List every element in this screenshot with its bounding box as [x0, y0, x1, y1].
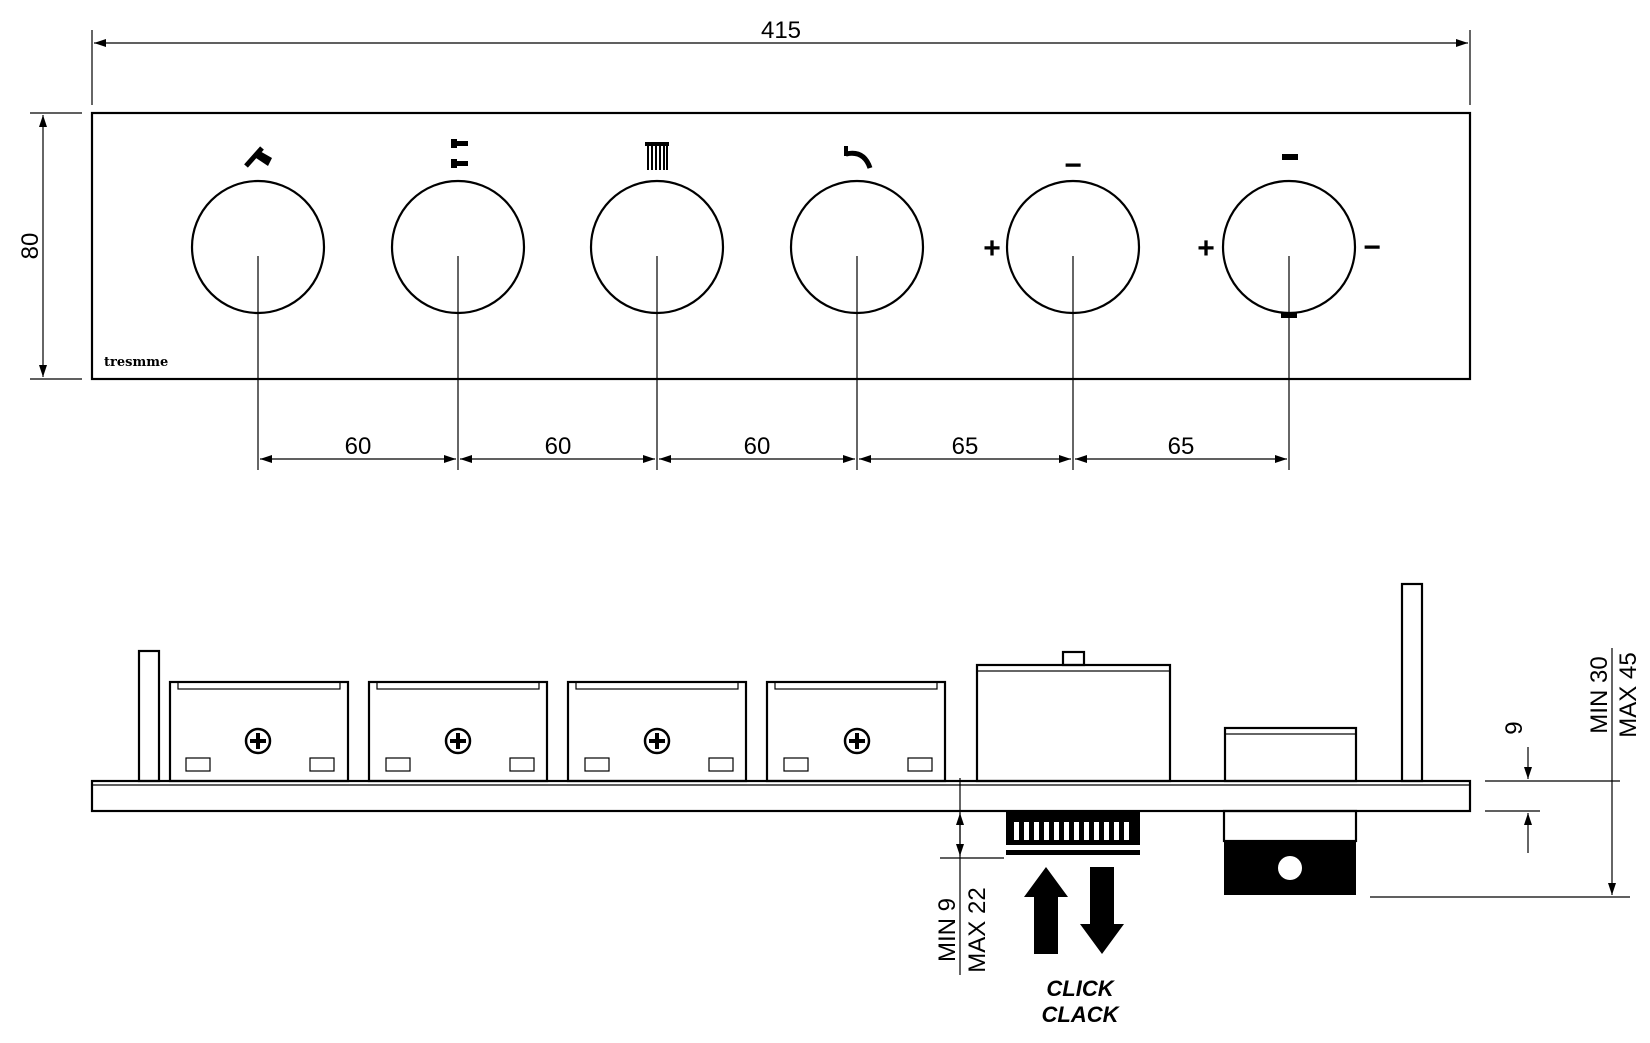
thermostat-minus-symbol: − — [1363, 231, 1381, 264]
bath-spout-icon — [844, 146, 873, 169]
install-depth-min-label: MIN 30 — [1586, 656, 1613, 733]
rain-shower-icon — [645, 142, 669, 170]
flow-minus-symbol: − — [1064, 149, 1082, 182]
spacing-label-4: 65 — [952, 433, 979, 460]
mounting-pin-right — [1400, 582, 1424, 783]
depth-label: 9 — [1501, 721, 1528, 734]
knob-projection-min-label: MIN 9 — [934, 898, 961, 962]
valve-body-4 — [765, 680, 947, 783]
spacing-label-5: 65 — [1168, 433, 1195, 460]
screw-icon — [244, 727, 272, 755]
push-in-arrow-icon — [1024, 867, 1068, 954]
spacing-label-1: 60 — [345, 433, 372, 460]
thermostat-top-tab — [1282, 154, 1298, 160]
spacing-label-2: 60 — [545, 433, 572, 460]
thermostat-knob — [1222, 809, 1358, 895]
screw-icon — [444, 727, 472, 755]
mounting-pin-left — [137, 649, 161, 783]
clack-label: CLACK — [1042, 1002, 1121, 1027]
faceplate — [90, 111, 1472, 381]
front-view: 415 80 tresmme — [17, 17, 1472, 470]
brand-logo: tresmme — [104, 355, 168, 370]
valve-body-3 — [566, 680, 748, 783]
width-dimension-label: 415 — [761, 17, 801, 44]
flow-control-spindle — [1061, 650, 1086, 667]
thermostat-plus-symbol: + — [1197, 232, 1215, 265]
click-label: CLICK — [1046, 976, 1115, 1001]
valve-body-1 — [168, 680, 350, 783]
push-knob — [1006, 812, 1140, 858]
flow-control-cartridge — [975, 663, 1172, 783]
valve-body-2 — [367, 680, 549, 783]
spacing-label-3: 60 — [744, 433, 771, 460]
thermostat-cartridge — [1223, 726, 1358, 783]
flow-plus-symbol: + — [983, 232, 1001, 265]
screw-icon — [643, 727, 671, 755]
hand-shower-icon — [244, 146, 272, 168]
side-view: CLICK CLACK MIN 9 MAX 22 9 MIN 30 MAX 45 — [90, 582, 1642, 1027]
body-jets-icon — [451, 139, 468, 168]
height-dimension-label: 80 — [17, 233, 44, 260]
pop-out-arrow-icon — [1080, 867, 1124, 954]
knob-projection-max-label: MAX 22 — [964, 887, 991, 972]
install-depth-max-label: MAX 45 — [1615, 652, 1642, 737]
screw-icon — [843, 727, 871, 755]
